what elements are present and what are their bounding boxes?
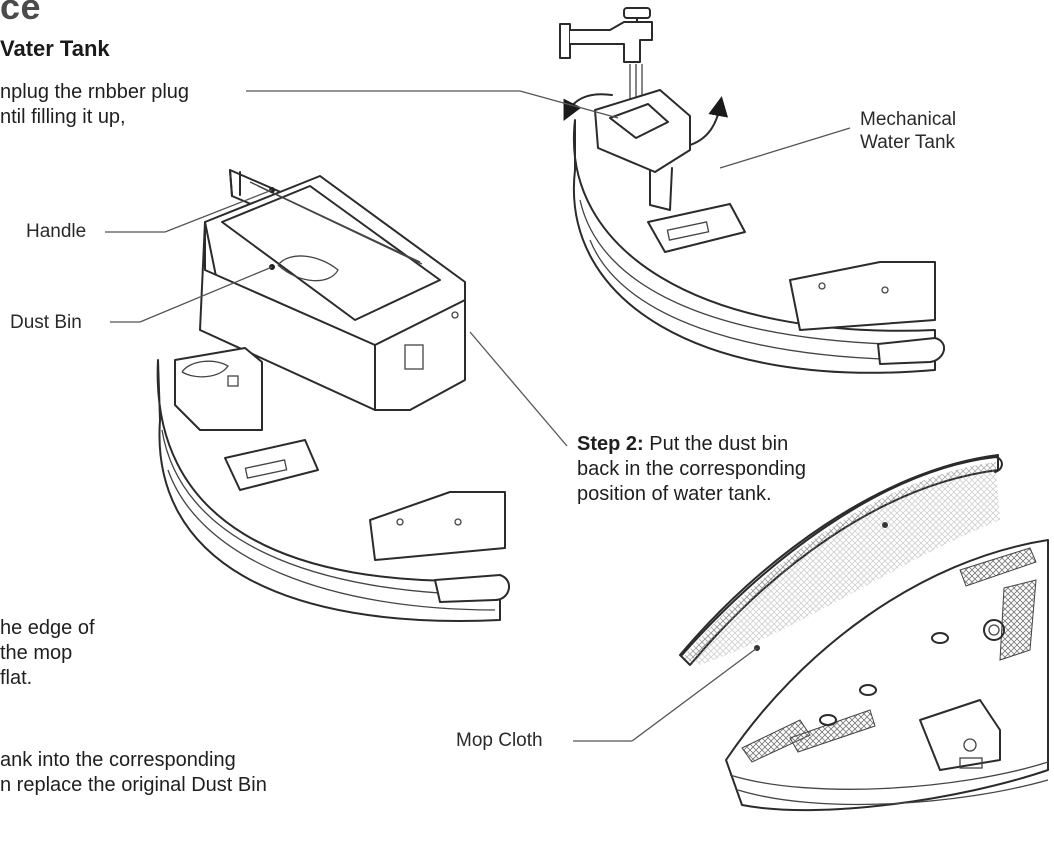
robot-base-top-right bbox=[572, 89, 945, 374]
step2-text: Step 2: Put the dust bin back in the cor… bbox=[577, 432, 806, 507]
step2-line2: back in the corresponding bbox=[577, 458, 807, 480]
section-subheading: Vater Tank bbox=[0, 36, 110, 61]
step2-line3: position of water tank. bbox=[577, 483, 772, 505]
robot-base-bottom-left bbox=[156, 347, 510, 622]
step4-text: ank into the corresponding n replace the… bbox=[0, 748, 267, 798]
step3-line1: he edge of bbox=[0, 617, 95, 639]
faucet-icon bbox=[559, 7, 653, 110]
lift-arrow-icon bbox=[689, 96, 729, 146]
mop-plate-drawing bbox=[679, 454, 1049, 812]
step3-text: he edge of the mop flat. bbox=[0, 616, 95, 691]
mech-tank-line2: Water Tank bbox=[860, 132, 956, 153]
mechanical-water-tank-label: Mechanical Water Tank bbox=[860, 108, 956, 154]
step2-bold: Step 2: bbox=[577, 433, 644, 455]
page-heading: ce bbox=[0, 0, 42, 27]
step2-line1: Put the dust bin bbox=[643, 433, 789, 455]
step1-text: nplug the rnbber plug ntil filling it up… bbox=[0, 80, 189, 130]
mech-tank-line1: Mechanical bbox=[860, 109, 957, 130]
step3-line3: flat. bbox=[0, 667, 33, 689]
step4-line2: n replace the original Dust Bin bbox=[0, 774, 267, 796]
handle-label: Handle bbox=[26, 221, 87, 242]
step1-line2: ntil filling it up, bbox=[0, 106, 126, 128]
step1-line1: nplug the rnbber plug bbox=[0, 81, 190, 103]
step3-line2: the mop bbox=[0, 642, 73, 664]
dust-bin-drawing bbox=[199, 169, 466, 411]
rotate-arrow-icon bbox=[563, 93, 613, 121]
leader-lines bbox=[105, 90, 851, 742]
mop-cloth-label: Mop Cloth bbox=[456, 730, 543, 751]
dust-bin-label: Dust Bin bbox=[10, 312, 82, 333]
step4-line1: ank into the corresponding bbox=[0, 749, 236, 771]
